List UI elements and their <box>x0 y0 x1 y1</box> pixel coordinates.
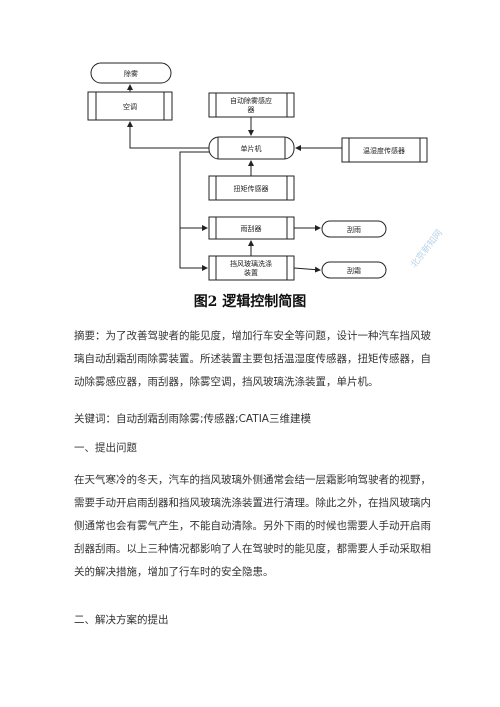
wipe-fog-label: 刮霜 <box>347 266 361 275</box>
washer-label-1: 挡风玻璃洗涤 <box>230 259 272 268</box>
mcu-label: 单片机 <box>241 144 262 153</box>
torque-sensor-label: 扭矩传感器 <box>234 184 269 193</box>
figure-caption: 图2 逻辑控制简图 <box>193 294 307 310</box>
washer-label-2: 装置 <box>244 268 258 277</box>
wipe-rain-label: 刮雨 <box>347 225 361 234</box>
wipe-fog-node <box>321 261 387 279</box>
wipe-rain-node <box>321 220 387 238</box>
auto-defog-sensor-label-1: 自动除雾感应 <box>230 96 272 105</box>
logic-control-diagram: 除雾 空调 自动除雾感应 器 单片机 温湿度传感器 扭矩传感器 雨刮器 刮雨 挡… <box>87 62 428 281</box>
section1-heading: 一、提出问题 <box>74 442 137 454</box>
temp-humidity-sensor-node <box>341 137 428 163</box>
keywords-line: 关键词：自动刮霜刮雨除雾;传感器;CATIA三维建模 <box>74 413 311 425</box>
section2-heading: 二、解决方案的提出 <box>74 614 169 626</box>
ac-label: 空调 <box>123 102 137 111</box>
defog-node <box>90 62 172 84</box>
section1-paragraph: 在天气寒冷的冬天，汽车的挡风玻璃外侧通常会结一层霜影响驾驶者的视野，需要手动开启… <box>74 474 431 578</box>
auto-defog-sensor-label-2: 器 <box>248 106 255 114</box>
defog-label: 除雾 <box>124 69 138 78</box>
wiper-label: 雨刮器 <box>241 224 262 233</box>
abstract-paragraph: 摘要：为了改善驾驶者的能见度，增加行车安全等问题，设计一种汽车挡风玻璃自动刮霜刮… <box>74 330 431 388</box>
temp-humidity-sensor-label: 温湿度传感器 <box>363 146 405 155</box>
